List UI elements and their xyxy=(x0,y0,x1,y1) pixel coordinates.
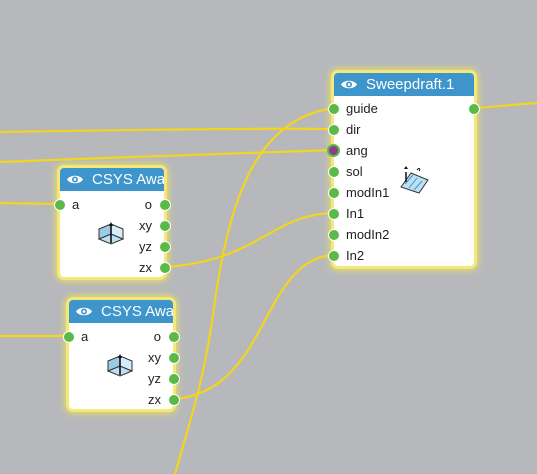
node-title: CSYS Awa xyxy=(92,171,164,188)
wire[interactable] xyxy=(0,201,61,206)
sweepdraft-node[interactable]: Sweepdraft.1 guide dir ang sol modIn1 In… xyxy=(327,73,480,266)
port-label-zx: zx xyxy=(148,392,161,407)
port-label-xy: xy xyxy=(139,218,152,233)
input-port-a[interactable] xyxy=(54,199,66,211)
input-port-in2[interactable] xyxy=(328,250,340,262)
wire[interactable] xyxy=(173,253,335,401)
eye-icon[interactable] xyxy=(75,306,93,317)
wire[interactable] xyxy=(0,148,335,164)
output-port-yz[interactable] xyxy=(168,373,180,385)
port-label-xy: xy xyxy=(148,350,161,365)
input-port-ang[interactable] xyxy=(327,144,340,157)
node-header[interactable]: Sweepdraft.1 xyxy=(334,73,474,96)
eye-icon[interactable] xyxy=(66,174,84,185)
input-port-modin1[interactable] xyxy=(328,187,340,199)
wire[interactable] xyxy=(173,106,335,474)
node-header[interactable]: CSYS Awa xyxy=(60,168,164,191)
eye-icon[interactable] xyxy=(340,79,358,90)
port-label-sol: sol xyxy=(346,164,363,179)
output-port-o[interactable] xyxy=(168,331,180,343)
coordinate-system-icon xyxy=(106,354,134,377)
input-port-guide[interactable] xyxy=(328,103,340,115)
port-label-yz: yz xyxy=(139,239,152,254)
output-port-xy[interactable] xyxy=(159,220,171,232)
port-label-in1: In1 xyxy=(346,206,365,221)
output-port[interactable] xyxy=(468,103,480,115)
wire[interactable] xyxy=(0,127,335,134)
output-port-zx[interactable] xyxy=(159,262,171,274)
node-title: CSYS Awa xyxy=(101,303,173,320)
input-port-in1[interactable] xyxy=(328,208,340,220)
sweep-draft-icon xyxy=(400,166,429,194)
input-port-sol[interactable] xyxy=(328,166,340,178)
input-port-dir[interactable] xyxy=(328,124,340,136)
port-label-o: o xyxy=(144,197,152,212)
output-port-yz[interactable] xyxy=(159,241,171,253)
port-label-dir: dir xyxy=(346,122,361,137)
node-title: Sweepdraft.1 xyxy=(366,76,455,93)
port-label-a: a xyxy=(81,329,89,344)
port-label-modin2: modIn2 xyxy=(346,227,390,242)
output-port-zx[interactable] xyxy=(168,394,180,406)
coordinate-system-icon xyxy=(97,222,125,245)
output-port-xy[interactable] xyxy=(168,352,180,364)
port-label-a: a xyxy=(72,197,80,212)
port-label-zx: zx xyxy=(139,260,152,275)
csys-node-2[interactable]: CSYS Awa a o xy yz zx xyxy=(63,300,180,409)
node-header[interactable]: CSYS Awa xyxy=(69,300,173,323)
csys-node-1[interactable]: CSYS Awa a o xy yz zx xyxy=(54,168,171,277)
input-port-a[interactable] xyxy=(63,331,75,343)
wire[interactable] xyxy=(164,211,335,269)
port-label-in2: In2 xyxy=(346,248,365,263)
port-label-guide: guide xyxy=(346,101,378,116)
port-label-ang: ang xyxy=(346,143,368,158)
output-port-o[interactable] xyxy=(159,199,171,211)
input-port-modin2[interactable] xyxy=(328,229,340,241)
port-label-o: o xyxy=(153,329,161,344)
port-label-yz: yz xyxy=(148,371,161,386)
wire[interactable] xyxy=(476,101,537,110)
port-label-modin1: modIn1 xyxy=(346,185,390,200)
